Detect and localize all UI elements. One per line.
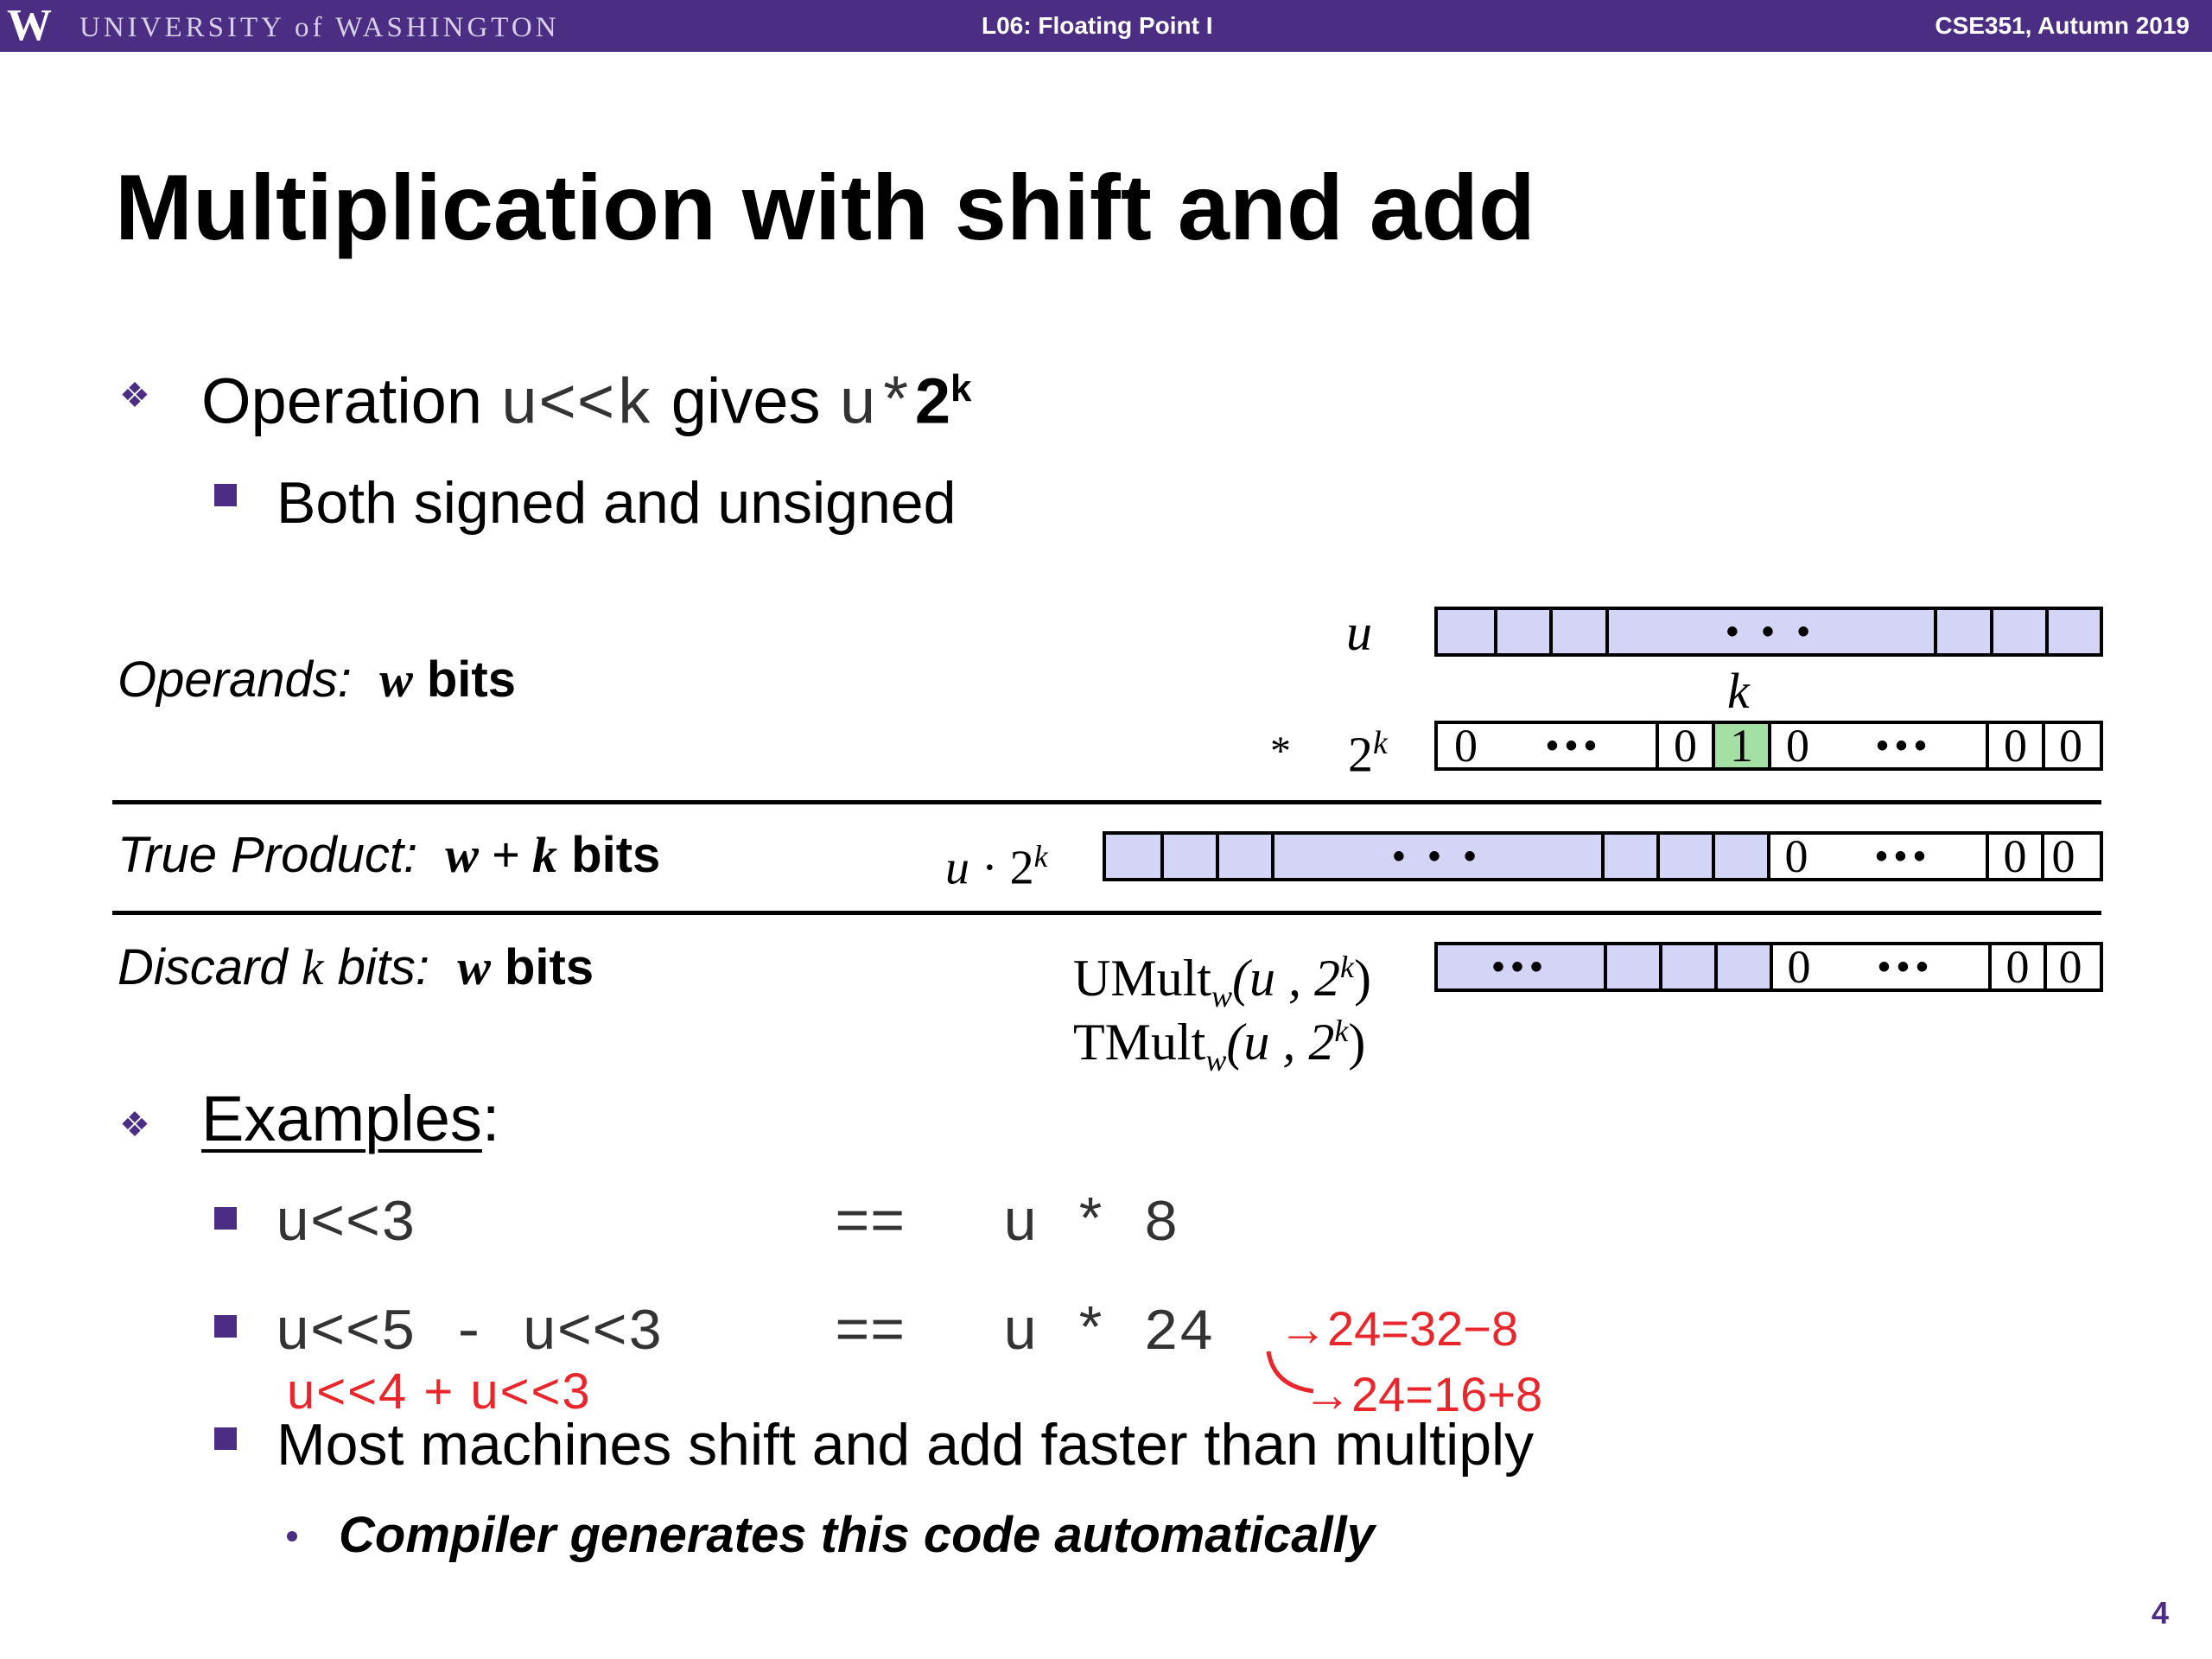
annotation-24-16-8: →24=16+8 <box>1303 1367 1543 1421</box>
bit-cell <box>1659 945 1714 988</box>
bit-cell <box>1933 610 1990 653</box>
bit-ellipsis: ••• <box>1824 724 1986 767</box>
product-bit-vector: • • • 0 ••• 0 0 <box>1103 830 2103 882</box>
power-bit-vector: 0 ••• 0 1 0 ••• 0 0 <box>1434 720 2103 772</box>
example-1-left: u<<3 <box>275 1192 416 1258</box>
bit-cell <box>2045 610 2100 653</box>
example-2-left: u<<5 - u<<3 <box>275 1300 663 1367</box>
u-label: u <box>1346 604 1372 661</box>
example-2-eq: == <box>835 1300 906 1367</box>
bit-cell <box>1160 835 1216 878</box>
code-mult: u* <box>838 370 915 443</box>
bit-zero: 0 <box>1988 941 2044 993</box>
annotation-shift-sum: u<<4 + u<<3 <box>287 1363 592 1420</box>
bit-zero: 0 <box>1768 720 1824 772</box>
slide-title: Multiplication with shift and add <box>115 155 1535 259</box>
product-label: u · 2k <box>945 839 1048 895</box>
square-bullet-icon <box>214 1207 237 1230</box>
bit-ellipsis: ••• <box>1494 724 1656 767</box>
sub-bullet-compiler: Compiler generates this code automatical… <box>339 1507 1376 1563</box>
square-bullet-icon <box>214 1315 237 1338</box>
bit-cell <box>1601 835 1656 878</box>
bit-cell <box>1216 835 1271 878</box>
power-of-two-label: 2k <box>1348 725 1388 783</box>
bullet-signed-unsigned: Both signed and unsigned <box>276 470 957 536</box>
true-product-label: True Product: w + k bits <box>118 827 661 883</box>
annotation-curve-arrow-icon <box>1266 1351 1314 1394</box>
diamond-bullet-icon: ❖ <box>119 377 150 415</box>
bit-cell <box>1989 610 2046 653</box>
umult-label: UMultw(u , 2k) <box>1073 950 1371 1014</box>
bit-zero: 0 <box>1986 830 2041 882</box>
bullet-operation: Operation u<<k gives u*2k <box>201 350 972 446</box>
course-name: CSE351, Autumn 2019 <box>1935 12 2190 39</box>
result-bit-vector: ••• 0 ••• 0 0 <box>1434 941 2103 993</box>
bit-zero: 0 <box>2044 941 2094 993</box>
bit-ellipsis: • • • <box>1271 835 1601 878</box>
bit-cell <box>1549 610 1605 653</box>
bit-one-highlight: 1 <box>1712 720 1768 772</box>
u-bit-vector: • • • <box>1434 607 2103 657</box>
examples-heading: Examples: <box>201 1083 500 1154</box>
bit-ellipsis: ••• <box>1822 835 1986 878</box>
tmult-label: TMultw(u , 2k) <box>1073 1014 1366 1077</box>
times-symbol: * <box>1270 728 1291 774</box>
bit-cell <box>1493 610 1550 653</box>
divider-line <box>112 800 2101 804</box>
bit-cell <box>1712 835 1767 878</box>
bit-zero: 0 <box>1438 720 1494 772</box>
university-name: UNIVERSITY of WASHINGTON <box>79 12 560 43</box>
bit-zero: 0 <box>1770 941 1825 993</box>
bit-cell <box>1106 835 1160 878</box>
example-1-eq: == <box>835 1192 906 1258</box>
annotation-24-32-8: →24=32−8 <box>1279 1301 1519 1356</box>
bit-zero: 0 <box>2042 720 2096 772</box>
page-number: 4 <box>2151 1595 2169 1630</box>
bit-ellipsis: ••• <box>1438 945 1604 988</box>
bit-cell <box>1656 835 1712 878</box>
divider-line <box>112 911 2101 915</box>
gives-text: gives <box>653 365 839 437</box>
bit-cell <box>1714 945 1770 988</box>
code-shift: u<<k <box>499 370 654 443</box>
square-bullet-icon <box>214 1427 237 1450</box>
example-1-right: u * 8 <box>1002 1192 1179 1258</box>
dot-bullet-icon <box>287 1531 297 1541</box>
square-bullet-icon <box>214 484 237 506</box>
power-exp: k <box>950 367 972 410</box>
bullet-shift-faster: Most machines shift and add faster than … <box>276 1412 1535 1478</box>
bit-zero: 0 <box>1986 720 2042 772</box>
bit-ellipsis: ••• <box>1825 945 1988 988</box>
uw-logo: W <box>7 1 52 50</box>
operation-text: Operation <box>201 365 500 437</box>
bit-zero: 0 <box>2041 830 2082 882</box>
example-2-right: u * 24 <box>1002 1300 1214 1367</box>
bit-cell <box>1604 945 1659 988</box>
bit-cell <box>1438 610 1494 653</box>
discard-label: Discard k bits: w bits <box>118 939 594 995</box>
lecture-title: L06: Floating Point I <box>982 12 1213 39</box>
bit-ellipsis: • • • <box>1605 610 1934 653</box>
diamond-bullet-icon: ❖ <box>119 1106 150 1144</box>
operands-label: Operands: w bits <box>118 652 516 708</box>
header-bar <box>0 0 2212 52</box>
power-base: 2 <box>914 365 951 437</box>
bit-zero: 0 <box>1656 720 1712 772</box>
bit-zero: 0 <box>1767 830 1822 882</box>
k-label: k <box>1727 663 1750 719</box>
